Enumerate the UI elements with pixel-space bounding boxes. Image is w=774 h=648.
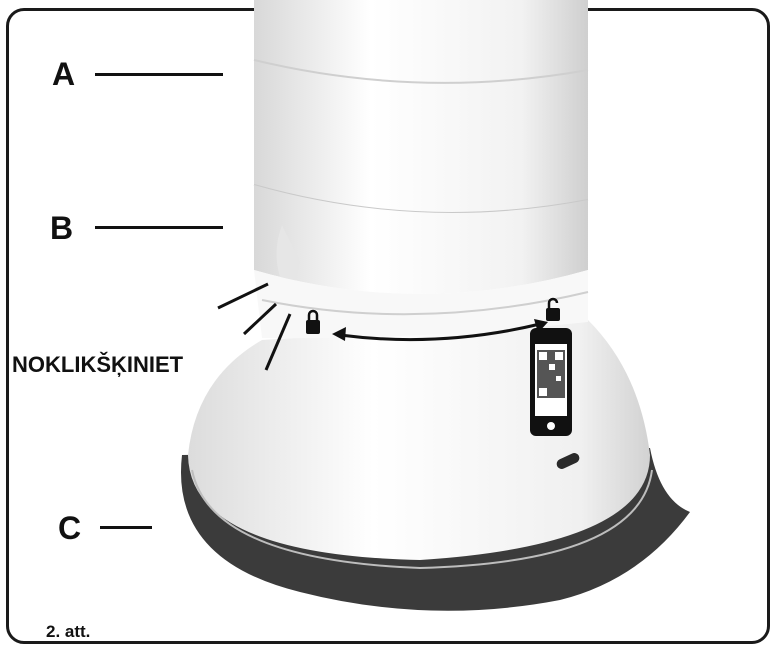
label-a: A: [52, 58, 75, 90]
callout-line-c: [100, 526, 152, 529]
figure-caption: 2. att.: [46, 622, 90, 642]
callout-line-b: [95, 226, 223, 229]
label-c: C: [58, 512, 81, 544]
callout-line-a: [95, 73, 223, 76]
part-a-cylinder: [254, 0, 588, 213]
label-b: B: [50, 212, 73, 244]
click-instruction: NOKLIKŠĶINIET: [12, 352, 183, 378]
phone-qr-icon: [530, 328, 572, 436]
